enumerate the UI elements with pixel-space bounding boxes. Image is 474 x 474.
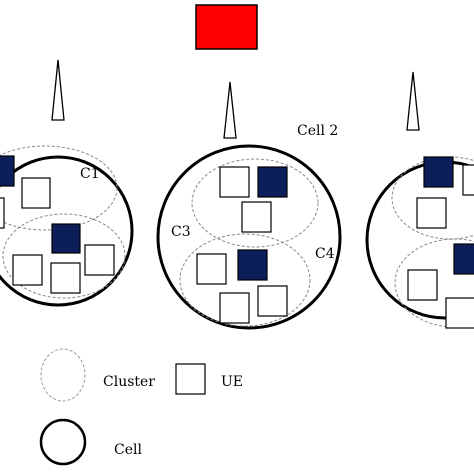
cell-label-2: Cell 2 — [297, 123, 338, 139]
ue-icon — [219, 292, 250, 324]
cell-left — [0, 155, 134, 307]
ue-icon — [416, 197, 447, 229]
legend-cluster-icon — [40, 348, 86, 402]
ue-icon — [257, 166, 288, 198]
ue-icon — [407, 269, 438, 301]
base-station-right-icon — [406, 71, 420, 131]
cluster-c5 — [391, 156, 474, 240]
ue-icon — [241, 201, 272, 233]
cluster-label-c4: C4 — [315, 246, 335, 262]
ue-icon — [51, 223, 81, 254]
legend-ue-icon — [175, 363, 206, 395]
ue-icon — [196, 253, 227, 285]
ue-icon — [21, 177, 51, 209]
cell-center — [156, 144, 342, 330]
cluster-c2 — [2, 213, 126, 299]
legend-cell-label: Cell — [114, 442, 142, 458]
cluster-c4 — [179, 233, 311, 327]
ue-icon — [257, 285, 288, 317]
ue-icon — [12, 254, 43, 286]
ue-icon — [423, 156, 454, 188]
base-station-left-icon — [51, 59, 65, 121]
cluster-label-c1: C1 — [80, 166, 100, 182]
ue-icon — [0, 155, 15, 187]
ue-icon — [219, 166, 250, 198]
cluster-label-c3: C3 — [171, 224, 191, 240]
base-station-center-icon — [223, 81, 237, 139]
legend-cell-icon — [39, 418, 87, 466]
legend-cluster-label: Cluster — [103, 374, 155, 390]
cluster-c3 — [191, 158, 319, 248]
server-icon — [195, 4, 258, 50]
ue-icon — [0, 197, 5, 229]
legend-ue-label: UE — [221, 374, 243, 390]
ue-icon — [84, 244, 115, 276]
ue-icon — [462, 164, 474, 196]
ue-icon — [50, 262, 81, 294]
ue-icon — [453, 243, 474, 275]
ue-icon — [237, 249, 268, 281]
cluster-c1 — [0, 145, 118, 231]
ue-icon — [445, 297, 474, 329]
